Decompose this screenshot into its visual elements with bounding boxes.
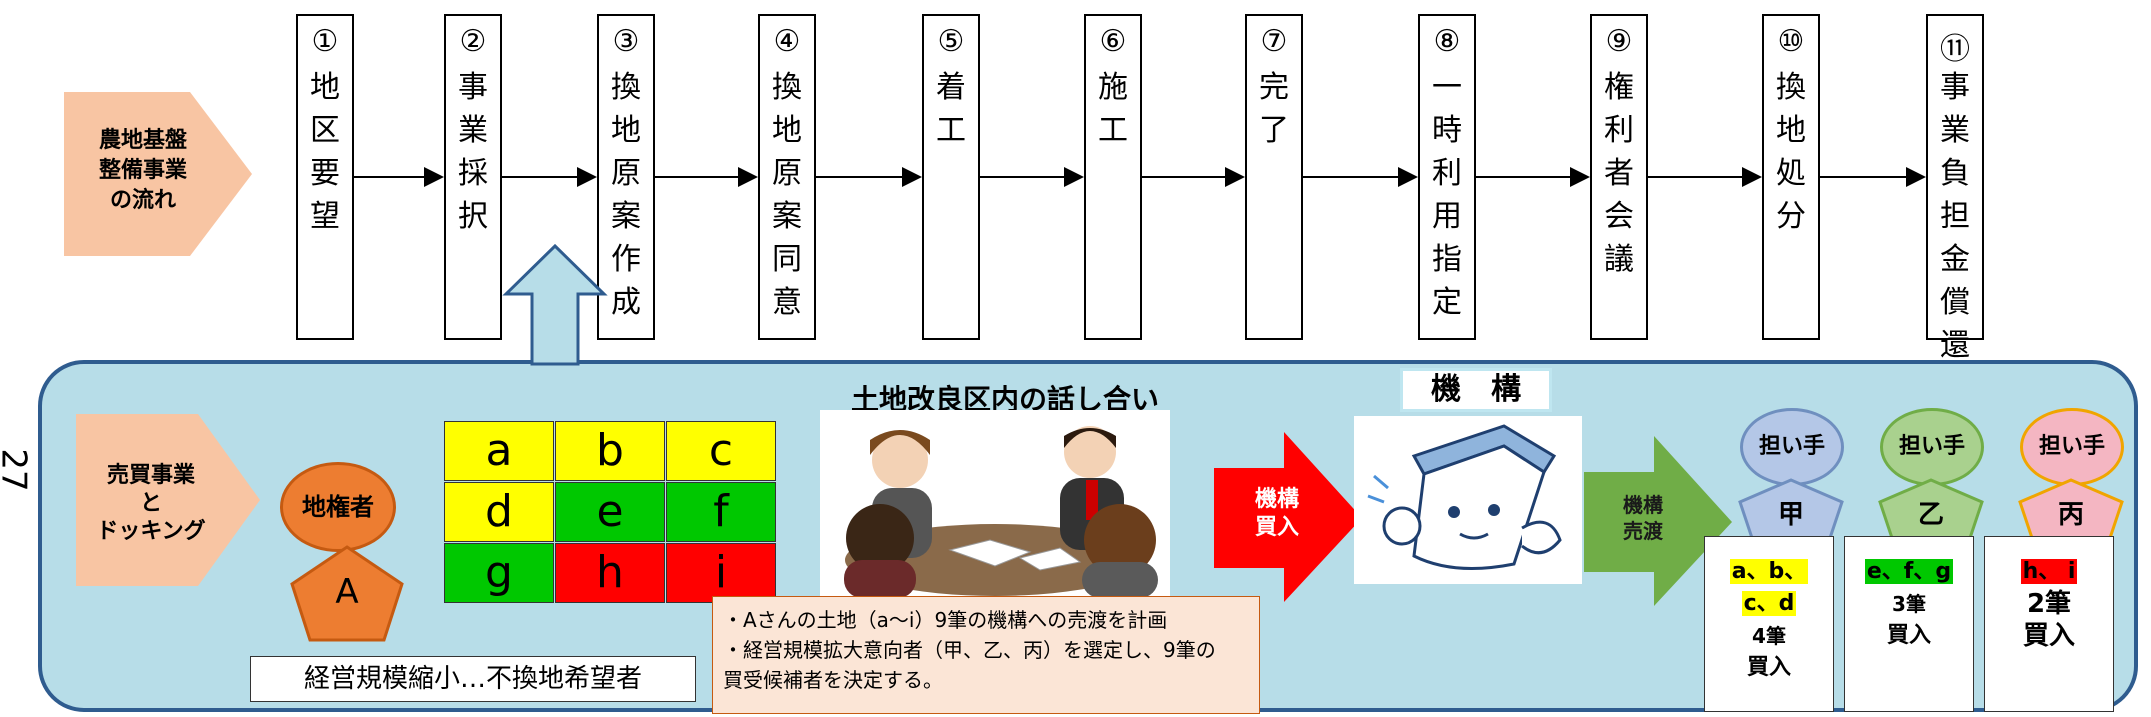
parcel-a: a — [444, 421, 554, 481]
docking-label: 売買事業 と ドッキング — [96, 463, 206, 544]
step-number: ③ — [612, 24, 640, 59]
parcel-h: h — [555, 543, 665, 603]
buyer-box: a、b、 c、d 4筆買入 — [1704, 536, 1834, 712]
parcel-g: g — [444, 543, 554, 603]
note-line-3: 買受候補者を決定する。 — [723, 668, 943, 692]
parcel-d: d — [444, 482, 554, 542]
buyer-box: h、 i 2筆買入 — [1984, 536, 2114, 712]
step-number: ⑤ — [937, 24, 965, 59]
kikou-mascot — [1354, 416, 1582, 584]
step-number: ⑧ — [1433, 24, 1461, 59]
buyer-action: 買入 — [1886, 623, 1931, 648]
kikou-sell-arrow — [1584, 436, 1732, 606]
step-10: ⑩ 換地処分 — [1762, 14, 1820, 340]
step-number: ⑦ — [1260, 24, 1288, 59]
step-number: ⑪ — [1940, 32, 1970, 67]
step-number: ⑩ — [1777, 24, 1805, 59]
buyer-parcels: e、f、g — [1864, 559, 1954, 584]
step-label: 換地原案作成 — [611, 70, 641, 320]
step-label: 一時利用指定 — [1432, 70, 1462, 320]
buyer-count: 2筆 — [2026, 589, 2072, 619]
buyer-role: 担い手 — [2020, 408, 2124, 486]
step-number: ⑥ — [1099, 24, 1127, 59]
note-line-2: ・経営規模拡大意向者（甲、乙、丙）を選定し、9筆の — [723, 638, 1216, 662]
step-label: 換地処分 — [1776, 70, 1806, 234]
step-label: 事業負担金償還 — [1940, 70, 1970, 363]
step-4: ④ 換地原案同意 — [758, 14, 816, 340]
buyer-parcels: h、 i — [2020, 559, 2078, 584]
flow-label: 農地基盤 整備事業 の流れ — [78, 126, 208, 216]
step-number: ② — [459, 24, 487, 59]
step-label: 完 了 — [1259, 70, 1319, 148]
step-number: ① — [311, 24, 339, 59]
buyer-action: 買入 — [2022, 621, 2075, 651]
step-number: ④ — [773, 24, 801, 59]
buyer-action: 買入 — [1746, 655, 1791, 680]
flow-label-line2: 整備事業 — [98, 158, 187, 183]
step-label: 権利者会議 — [1604, 70, 1634, 277]
buyer-role: 担い手 — [1880, 408, 1984, 486]
docking-pentagon — [76, 414, 260, 586]
meeting-illustration — [820, 410, 1170, 598]
buyer-name: 丙 — [2057, 500, 2084, 530]
parcel-b: b — [555, 421, 665, 481]
buyer-role: 担い手 — [1740, 408, 1844, 486]
parcel-i: i — [666, 543, 776, 603]
flow-label-line3: の流れ — [109, 188, 176, 213]
buyer-count: 3筆 — [1892, 592, 1926, 616]
kikou-buy-label: 機構買入 — [1254, 487, 1299, 540]
step-9: ⑨ 権利者会議 — [1590, 14, 1648, 340]
reduction-label: 経営規模縮小…不換地希望者 — [303, 664, 642, 694]
step-1: ① 地区要望 — [296, 14, 354, 340]
landowner-circle: 地権者 — [280, 462, 396, 552]
step-label: 地区要望 — [310, 70, 340, 234]
notes-box: ・Aさんの土地（a〜i）9筆の機構への売渡を計画 ・経営規模拡大意向者（甲、乙、… — [712, 596, 1260, 714]
buyer-parcels: c、d — [1741, 591, 1797, 616]
buyer-box: e、f、g 3筆買入 — [1844, 536, 1974, 712]
buyer-count: 4筆 — [1752, 624, 1786, 648]
step-2: ② 事業採択 — [444, 14, 502, 340]
step-label: 事業採択 — [458, 70, 488, 234]
step-number: ⑨ — [1605, 24, 1633, 59]
page-number: 27 — [0, 448, 34, 492]
parcel-f: f — [666, 482, 776, 542]
landowner-pentagon — [290, 545, 404, 642]
parcel-c: c — [666, 421, 776, 481]
up-arrow — [502, 244, 608, 366]
flow-label-line1: 農地基盤 — [98, 128, 187, 153]
step-label: 換地原案同意 — [772, 70, 802, 320]
landowner-name: A — [335, 572, 359, 612]
step-8: ⑧ 一時利用指定 — [1418, 14, 1476, 340]
kikou-title: 機 構 — [1431, 372, 1521, 407]
note-line-1: ・Aさんの土地（a〜i）9筆の機構への売渡を計画 — [723, 608, 1168, 632]
parcel-e: e — [555, 482, 665, 542]
flow-label-pentagon — [64, 92, 252, 256]
step-7: ⑦ 完 了 — [1245, 14, 1319, 340]
buyer-parcels: a、b、 — [1729, 559, 1809, 584]
reduction-label-box: 経営規模縮小…不換地希望者 — [250, 656, 696, 702]
buyer-name: 乙 — [1917, 500, 1944, 530]
kikou-title-box: 機 構 — [1400, 368, 1552, 412]
kikou-buy-arrow — [1214, 432, 1362, 602]
flow-arrows — [354, 167, 1926, 187]
kikou-sell-label: 機構売渡 — [1623, 493, 1663, 543]
buyer-name: 甲 — [1777, 500, 1804, 530]
step-3: ③ 換地原案作成 — [597, 14, 655, 340]
